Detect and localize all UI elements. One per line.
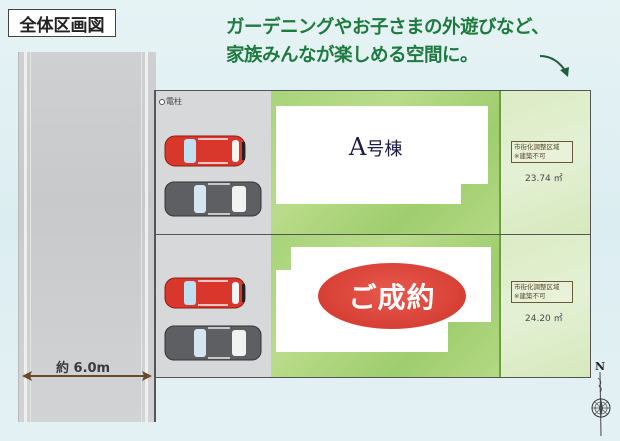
building-suffix: 号棟 bbox=[366, 139, 403, 160]
lot-plan: 電柱 A号棟 bbox=[155, 90, 591, 378]
double-arrow-icon bbox=[22, 371, 152, 381]
parking-area bbox=[156, 235, 271, 377]
utility-pole: 電柱 bbox=[159, 96, 182, 107]
road-edge bbox=[18, 52, 19, 422]
zone-strip: 市街化調整区域 ※建築不可 23.74 ㎡ bbox=[499, 91, 590, 234]
garden-area: ご成約 bbox=[271, 235, 499, 377]
road bbox=[18, 52, 156, 422]
red-car-icon bbox=[164, 277, 246, 309]
caption-line-1: ガーデニングやお子さまの外遊びなど、 bbox=[226, 17, 550, 38]
zone-area: 23.74 ㎡ bbox=[525, 174, 563, 184]
zone-note-line-2: ※建築不可 bbox=[514, 152, 546, 160]
road-line bbox=[30, 52, 31, 422]
caption: ガーデニングやお子さまの外遊びなど、 家族みんなが楽しめる空間に。 bbox=[226, 14, 550, 70]
road-line bbox=[145, 52, 148, 422]
zone-strip: 市街化調整区域 ※建築不可 24.20 ㎡ bbox=[499, 235, 590, 377]
lot-a[interactable]: 電柱 A号棟 bbox=[156, 91, 590, 234]
road-line bbox=[141, 52, 142, 422]
gray-car-icon bbox=[164, 325, 262, 361]
building-footprint bbox=[291, 247, 491, 270]
building-footprint bbox=[276, 322, 448, 352]
building-letter: A bbox=[349, 133, 367, 161]
north-label: N bbox=[595, 360, 605, 373]
road-line bbox=[24, 52, 27, 422]
caption-line-2: 家族みんなが楽しめる空間に。 bbox=[226, 45, 479, 66]
pole-label: 電柱 bbox=[166, 97, 182, 106]
zone-note: 市街化調整区域 ※建築不可 bbox=[511, 141, 573, 163]
road-width-label: 約 6.0m bbox=[56, 361, 111, 376]
compass-icon: N bbox=[591, 360, 611, 437]
zone-note-line-1: 市街化調整区域 bbox=[514, 283, 560, 291]
gray-car-icon bbox=[164, 181, 262, 217]
zone-note: 市街化調整区域 ※建築不可 bbox=[511, 281, 573, 303]
red-car-icon bbox=[164, 135, 246, 167]
building-footprint bbox=[461, 106, 488, 184]
building-footprint bbox=[276, 106, 461, 204]
sold-badge: ご成約 bbox=[318, 263, 466, 329]
lot-b[interactable]: ご成約 市街化調整区域 ※建築不可 24.20 ㎡ bbox=[156, 234, 590, 377]
garden-area: A号棟 bbox=[271, 91, 499, 234]
parking-area: 電柱 bbox=[156, 91, 271, 234]
page-title: 全体区画図 bbox=[8, 9, 116, 37]
curved-arrow-icon bbox=[539, 55, 569, 77]
zone-note-line-2: ※建築不可 bbox=[514, 292, 546, 300]
zone-area: 24.20 ㎡ bbox=[525, 314, 563, 324]
building-label: A号棟 bbox=[349, 133, 402, 161]
pole-icon bbox=[159, 98, 165, 105]
zone-note-line-1: 市街化調整区域 bbox=[514, 143, 560, 151]
